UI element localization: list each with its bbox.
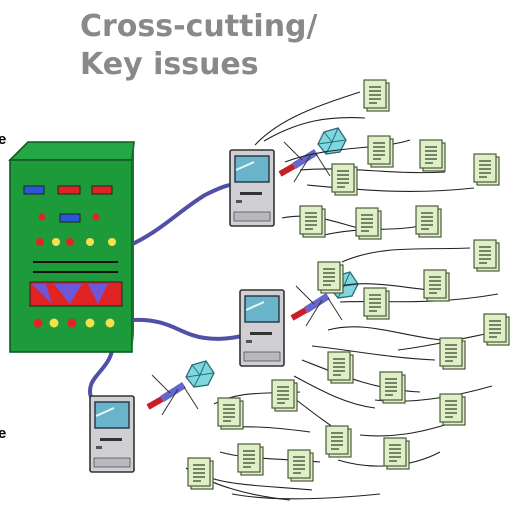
document-icon [271, 379, 298, 412]
desktop-computer-icon [89, 395, 135, 473]
document-icon [439, 393, 466, 426]
clipped-left-text-bottom: e [0, 425, 7, 442]
title-line-1: Cross-cutting/ [80, 9, 318, 44]
document-icon [187, 457, 214, 490]
document-icon [217, 397, 244, 430]
desktop-computer-icon [239, 289, 285, 367]
computer-bottom [89, 395, 135, 473]
document-icon [363, 79, 390, 112]
document-icon [379, 371, 406, 404]
cable-line-top [127, 183, 231, 248]
server-rack-icon [8, 141, 135, 353]
document-icon [483, 313, 510, 346]
satellite-bottom [148, 361, 214, 415]
clipped-left-text-top: e [0, 131, 7, 148]
desktop-computer-icon [229, 149, 275, 227]
document-icon [299, 205, 326, 238]
document-icon [367, 135, 394, 168]
document-icon [331, 163, 358, 196]
document-icon [317, 261, 344, 294]
document-icon [287, 449, 314, 482]
document-icon [355, 207, 382, 240]
document-icon [423, 269, 450, 302]
cable-line-middle [131, 317, 243, 341]
document-icon [439, 337, 466, 370]
document-icon [237, 443, 264, 476]
document-icon [325, 425, 352, 458]
document-icon [415, 205, 442, 238]
document-icon [363, 287, 390, 320]
document-icon [419, 139, 446, 172]
computer-middle [239, 289, 285, 367]
document-icon [327, 351, 354, 384]
title-line-2: Key issues [80, 47, 259, 82]
computer-top [229, 149, 275, 227]
document-icon [473, 153, 500, 186]
satellite-dish-icon [148, 361, 214, 415]
document-icon [383, 437, 410, 470]
document-icon [473, 239, 500, 272]
slide-title: Cross-cutting/ Key issues [80, 8, 317, 84]
